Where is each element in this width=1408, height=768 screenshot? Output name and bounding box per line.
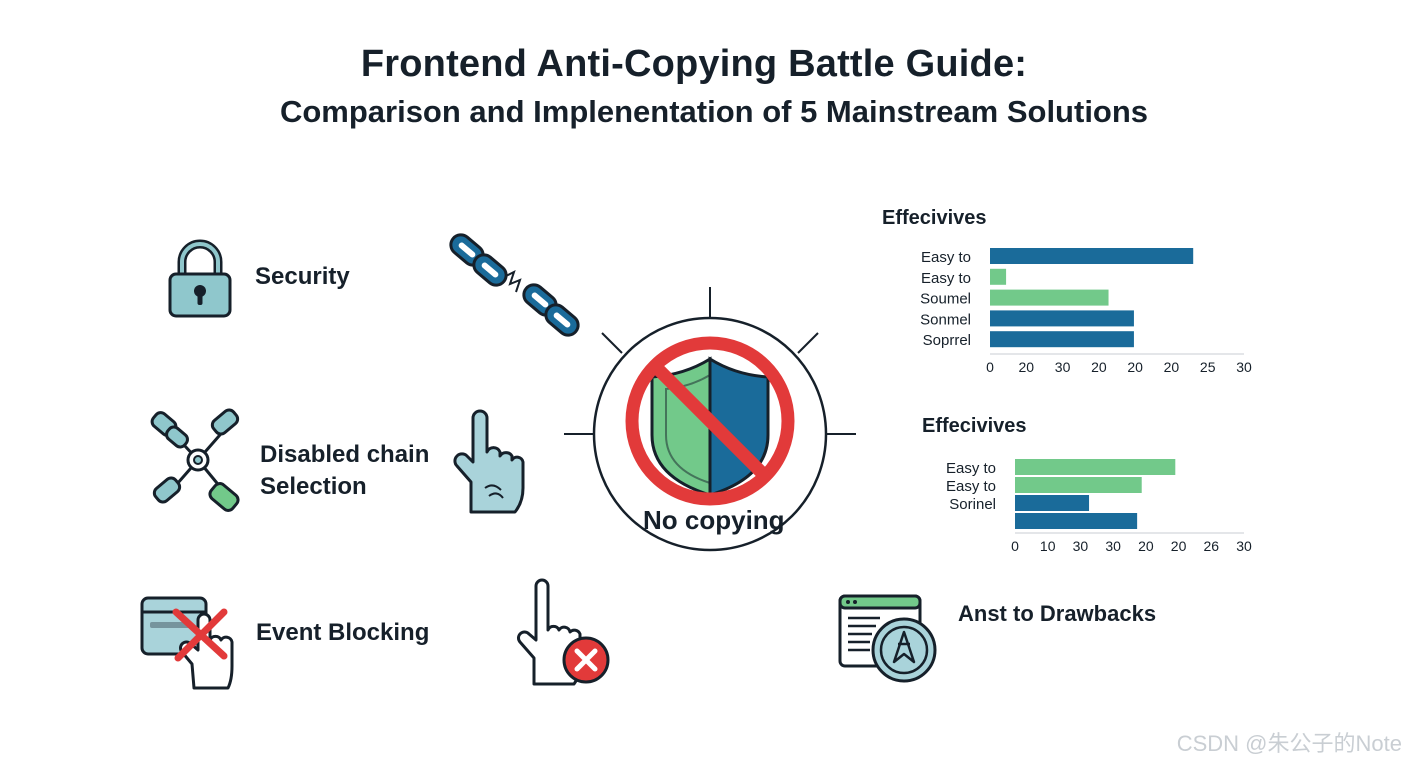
disabled-chain-label: Disabled chain — [260, 441, 430, 468]
x-tick-label: 20 — [1164, 359, 1180, 375]
no-copying-label: No copying — [643, 505, 785, 535]
bar — [990, 268, 1007, 285]
lock-icon — [168, 239, 232, 318]
watermark: CSDN @朱公子的Note — [1176, 731, 1402, 756]
x-tick-label: 20 — [1171, 538, 1187, 554]
x-tick-label: 20 — [1091, 359, 1107, 375]
event-blocking-label: Event Blocking — [256, 619, 430, 646]
x-tick-label: 30 — [1105, 538, 1121, 554]
bar — [1015, 513, 1138, 529]
x-tick-label: 30 — [1073, 538, 1089, 554]
category-label: Sonmel — [920, 311, 971, 328]
browser-shield-icon — [838, 594, 937, 683]
bar — [990, 331, 1134, 348]
selection-label: Selection — [260, 473, 367, 500]
page-subtitle: Comparison and Implenentation of 5 Mains… — [279, 94, 1149, 129]
broken-chain-icon — [449, 233, 580, 337]
x-tick-label: 30 — [1236, 538, 1252, 554]
bar — [990, 289, 1109, 306]
x-tick-label: 0 — [986, 359, 994, 375]
category-label: Easy to — [921, 270, 971, 287]
category-label: Sorinel — [949, 496, 996, 513]
x-tick-label: 0 — [1011, 538, 1019, 554]
bar — [1015, 495, 1090, 511]
bar — [990, 310, 1134, 327]
x-tick-label: 30 — [1055, 359, 1071, 375]
chart-title: Effecivives — [882, 207, 987, 229]
x-tick-label: 20 — [1127, 359, 1143, 375]
pointing-hand-icon — [453, 409, 525, 514]
category-label: Easy to — [946, 478, 996, 495]
category-label: Easy to — [946, 460, 996, 477]
category-label: Easy to — [921, 249, 971, 266]
prohibition-sign — [625, 336, 795, 506]
bar — [1015, 477, 1142, 493]
x-tick-label: 30 — [1236, 359, 1252, 375]
x-tick-label: 25 — [1200, 359, 1216, 375]
x-tick-label: 26 — [1203, 538, 1219, 554]
no-copying-badge — [564, 287, 856, 552]
cursor-blocked-icon — [517, 578, 610, 686]
blocked-window-icon — [140, 596, 234, 690]
chart-title: Effecivives — [922, 415, 1027, 437]
bar — [990, 248, 1194, 264]
category-label: Soprrel — [923, 332, 971, 349]
x-tick-label: 20 — [1018, 359, 1034, 375]
drawbacks-label: Anst to Drawbacks — [958, 601, 1157, 626]
security-label: Security — [255, 263, 350, 290]
x-tick-label: 10 — [1040, 538, 1056, 554]
category-label: Soumel — [920, 291, 971, 308]
bar — [1015, 459, 1176, 475]
page-title: Frontend Anti-Copying Battle Guide: — [360, 43, 1028, 85]
x-tick-label: 20 — [1138, 538, 1154, 554]
network-chain-icon — [150, 408, 240, 512]
